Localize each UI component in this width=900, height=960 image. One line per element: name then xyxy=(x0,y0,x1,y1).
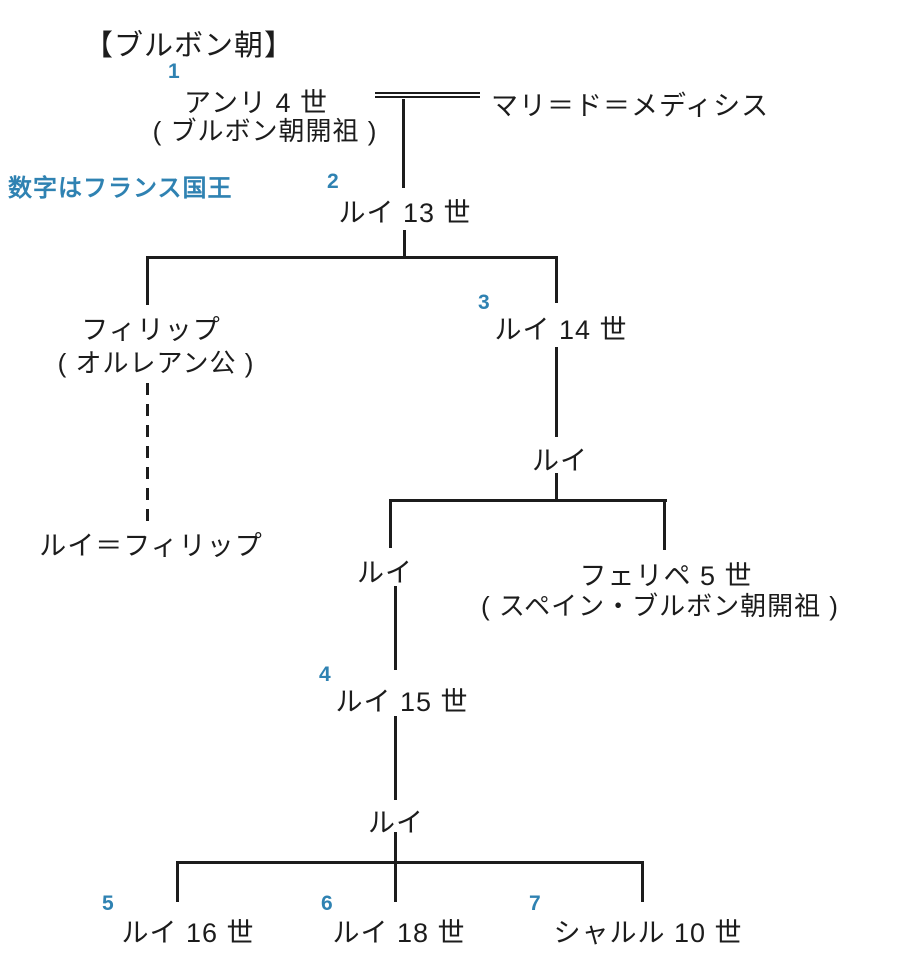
note-numbers-are-french-kings: 数字はフランス国王 xyxy=(8,175,233,202)
person-louis18-number: 6 xyxy=(321,892,333,915)
connector-grand-dauphin-children-bar xyxy=(389,499,667,502)
connector-louis14-to-grand-dauphin xyxy=(555,347,558,437)
person-louis-grand-dauphin-name: ルイ xyxy=(532,446,588,476)
connector-burgundy-to-louis15 xyxy=(394,586,397,670)
person-louis13-number: 2 xyxy=(327,170,339,193)
person-marie-de-medicis-name: マリ＝ド＝メディシス xyxy=(491,91,770,121)
person-henri4-subtitle: ( ブルボン朝開祖 ) xyxy=(152,116,378,146)
connector-louis13-stub xyxy=(403,230,406,257)
person-louis16-name: ルイ 16 世 xyxy=(121,918,255,948)
dynasty-title: 【ブルボン朝】 xyxy=(84,30,295,62)
connector-louis13-children-bar xyxy=(146,256,558,259)
person-louis-duke-of-burgundy-name: ルイ xyxy=(357,558,413,588)
connector-philippe-to-louis-philippe-dashed xyxy=(146,383,149,523)
connector-dauphin-children-bar xyxy=(176,861,644,864)
person-henri4-number: 1 xyxy=(168,60,180,83)
person-felipe5-subtitle: ( スペイン・ブルボン朝開祖 ) xyxy=(481,591,839,621)
connector-to-felipe5 xyxy=(663,499,666,550)
person-louis15-number: 4 xyxy=(319,663,331,686)
marriage-line-henri4-marie xyxy=(375,92,480,98)
person-louis16-number: 5 xyxy=(102,892,114,915)
person-charles10-number: 7 xyxy=(529,892,541,915)
person-charles10-name: シャルル 10 世 xyxy=(553,918,743,948)
connector-to-duke-of-burgundy xyxy=(389,499,392,548)
person-philippe-orleans-subtitle: ( オルレアン公 ) xyxy=(57,348,255,378)
person-louis15-name: ルイ 15 世 xyxy=(335,687,469,717)
person-louis14-number: 3 xyxy=(478,291,490,314)
connector-to-louis16 xyxy=(176,861,179,902)
connector-to-philippe xyxy=(146,256,149,305)
connector-grand-dauphin-stub xyxy=(555,473,558,500)
person-felipe5-name: フェリペ 5 世 xyxy=(579,561,753,591)
person-louis-dauphin-name: ルイ xyxy=(368,808,424,838)
person-louis13-name: ルイ 13 世 xyxy=(338,198,472,228)
person-philippe-orleans-name: フィリップ xyxy=(81,315,221,345)
person-henri4-name: アンリ 4 世 xyxy=(184,88,328,118)
person-louis18-name: ルイ 18 世 xyxy=(332,918,466,948)
connector-to-charles10 xyxy=(641,861,644,902)
person-louis-philippe-name: ルイ＝フィリップ xyxy=(39,531,263,561)
connector-louis15-to-dauphin xyxy=(394,716,397,800)
connector-to-louis14 xyxy=(555,256,558,303)
connector-dauphin-to-louis18 xyxy=(394,832,397,902)
person-louis14-name: ルイ 14 世 xyxy=(494,315,628,345)
connector-marriage-to-louis13 xyxy=(402,99,405,188)
